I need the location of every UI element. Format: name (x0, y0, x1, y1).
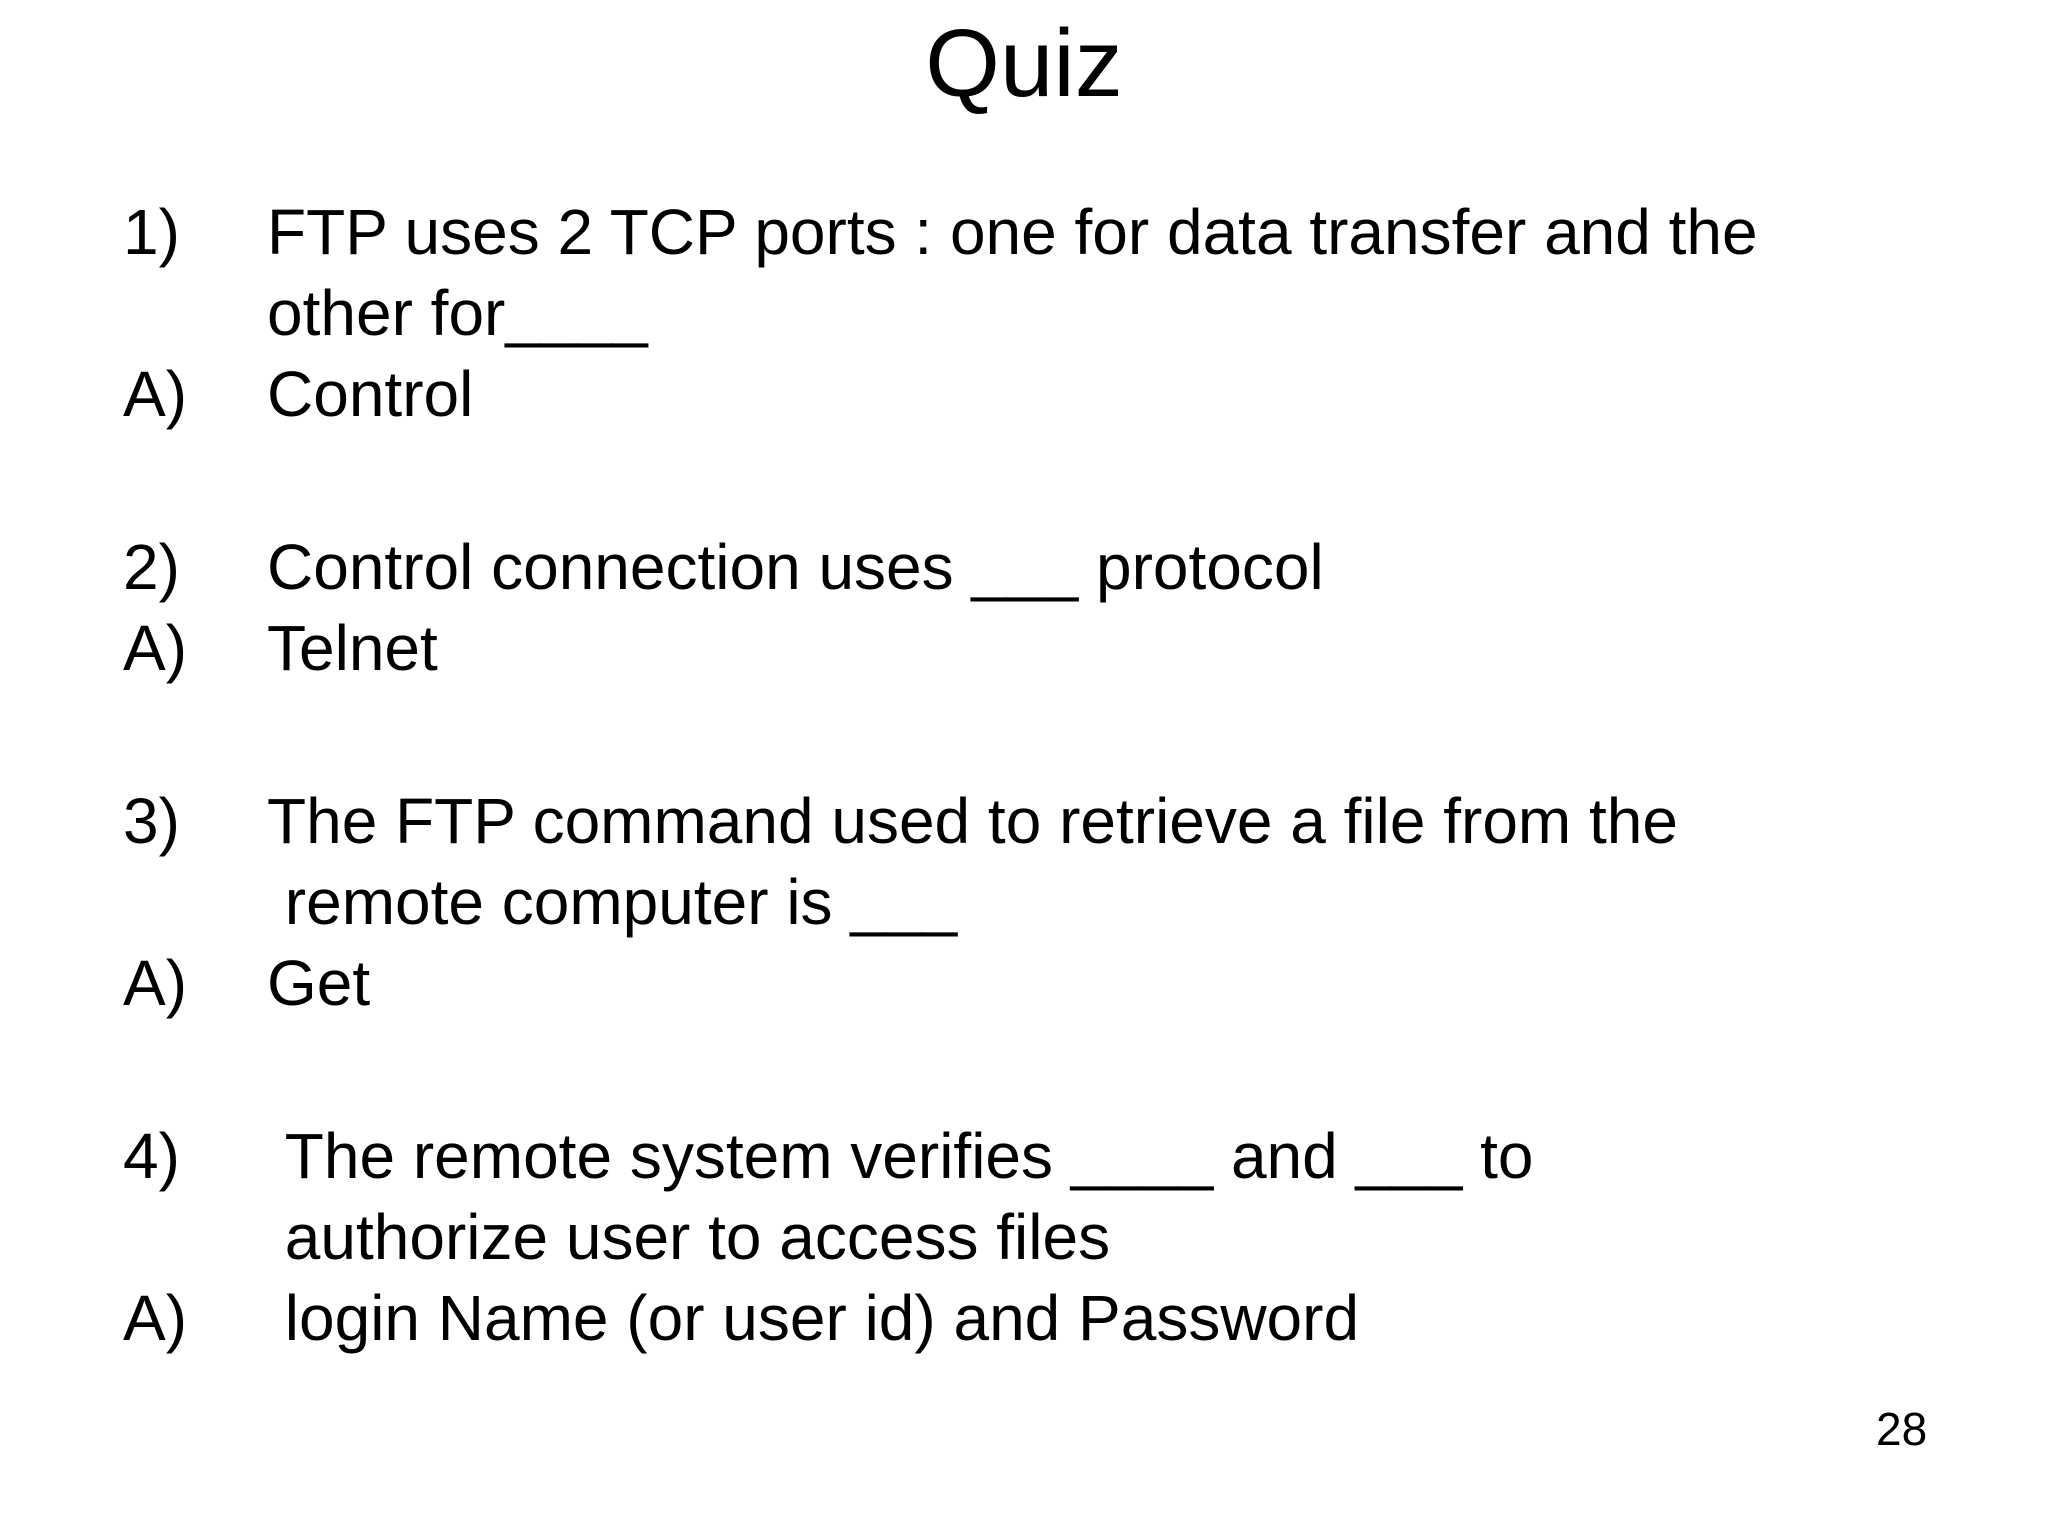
item-label: 4) (123, 1120, 180, 1192)
question-4-line-2: authorize user to access files (123, 1197, 1983, 1278)
answer-4-line: A) login Name (or user id) and Password (123, 1278, 1983, 1359)
item-label: A) (123, 947, 187, 1019)
question-2-line: 2) Control connection uses ___ protocol (123, 527, 1983, 608)
question-1-line-2: other for____ (123, 273, 1983, 354)
item-text: Telnet (267, 612, 438, 684)
item-text: Get (267, 947, 371, 1019)
item-text: remote computer is ___ (267, 866, 958, 938)
item-text: authorize user to access files (267, 1201, 1111, 1273)
page-number: 28 (1876, 1403, 1928, 1455)
item-label: 1) (123, 196, 180, 268)
item-text: The FTP command used to retrieve a file … (267, 785, 1678, 857)
answer-3-line: A) Get (123, 943, 1983, 1024)
item-text: FTP uses 2 TCP ports : one for data tran… (267, 196, 1758, 268)
item-text: other for____ (267, 277, 648, 349)
item-label: A) (123, 358, 187, 430)
question-3-line-1: 3) The FTP command used to retrieve a fi… (123, 781, 1983, 862)
item-label: 2) (123, 531, 180, 603)
answer-1-line: A) Control (123, 354, 1983, 435)
question-3-line-2: remote computer is ___ (123, 862, 1983, 943)
item-text: Control connection uses ___ protocol (267, 531, 1324, 603)
question-4-line-1: 4) The remote system verifies ____ and _… (123, 1116, 1983, 1197)
item-label: 3) (123, 785, 180, 857)
item-label: A) (123, 612, 187, 684)
item-label: A) (123, 1282, 187, 1354)
answer-2-line: A) Telnet (123, 608, 1983, 689)
quiz-list: 1) FTP uses 2 TCP ports : one for data t… (123, 192, 1983, 1359)
question-1-line-1: 1) FTP uses 2 TCP ports : one for data t… (123, 192, 1983, 273)
item-text: login Name (or user id) and Password (267, 1282, 1360, 1354)
item-text: The remote system verifies ____ and ___ … (267, 1120, 1534, 1192)
item-text: Control (267, 358, 474, 430)
slide-title: Quiz (925, 10, 1123, 117)
